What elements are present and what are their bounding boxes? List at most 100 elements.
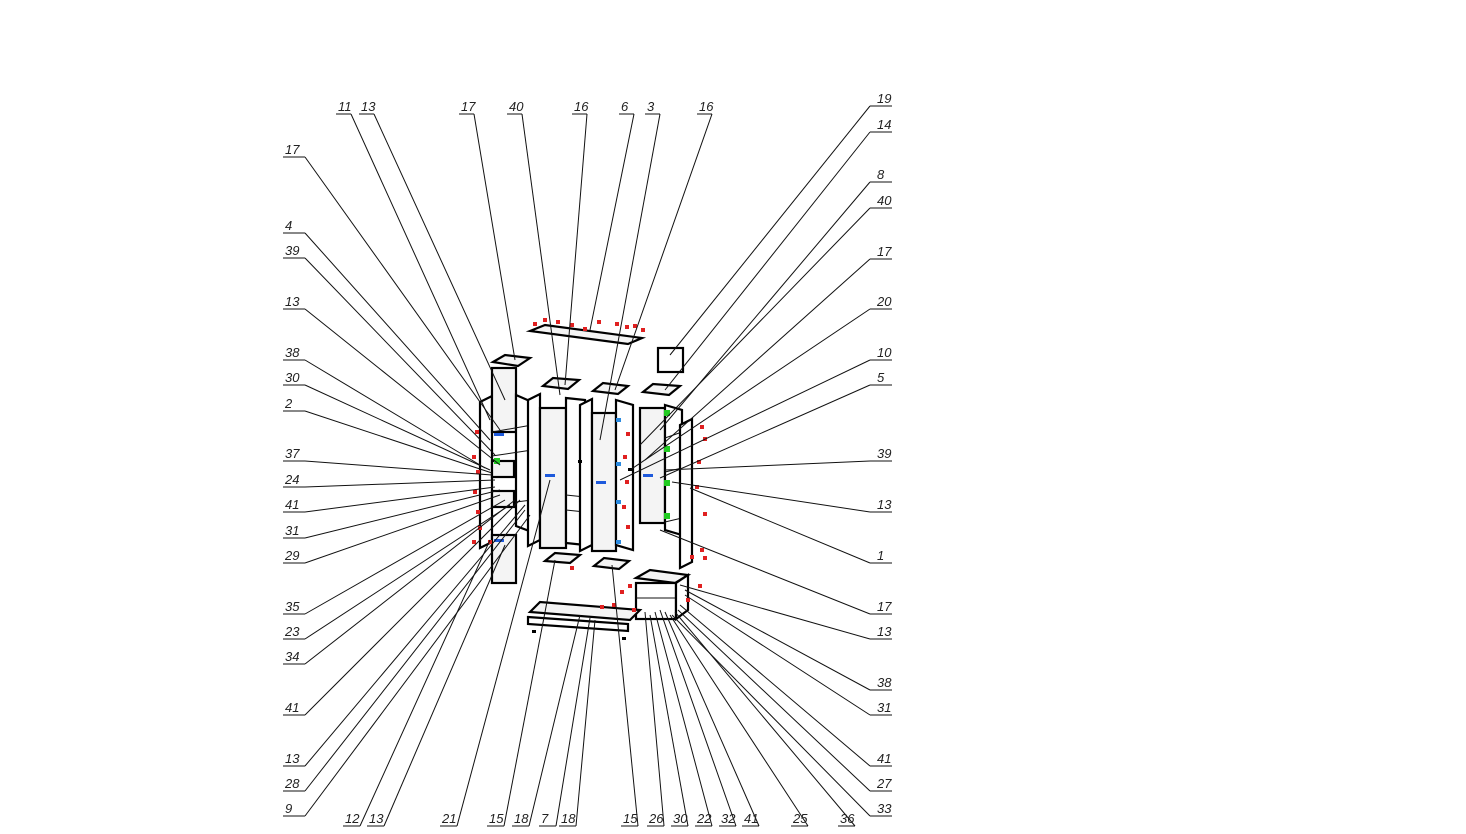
callout-bottom-2: 21 <box>441 811 456 826</box>
drawer-unit <box>634 581 678 621</box>
screw-marker <box>632 608 636 612</box>
leader-line <box>304 494 501 564</box>
leader-line <box>664 131 871 391</box>
right-side-panel <box>678 417 694 570</box>
leader-line <box>599 113 661 441</box>
screw-marker <box>625 325 629 329</box>
leader-line <box>304 410 493 474</box>
screw-marker <box>628 584 632 588</box>
shelf <box>489 353 534 368</box>
screw-marker <box>583 327 587 331</box>
screw-marker <box>686 598 690 602</box>
cam-marker <box>616 540 621 544</box>
callout-bottom-9: 30 <box>673 811 688 826</box>
screw-marker <box>700 425 704 429</box>
leader-line <box>304 499 516 665</box>
callout-right-3: 40 <box>877 193 892 208</box>
leader-line <box>614 113 713 391</box>
screw-marker <box>612 603 616 607</box>
top-panel <box>525 323 647 346</box>
connector-marker <box>664 446 670 452</box>
cam-marker <box>616 418 621 422</box>
callout-bottom-7: 15 <box>623 811 638 826</box>
left-door-lower <box>490 533 518 585</box>
callout-bottom-4: 18 <box>514 811 529 826</box>
leader-line <box>304 504 526 767</box>
leader-line <box>639 207 871 446</box>
callout-left-3: 13 <box>285 294 300 309</box>
screw-marker <box>700 548 704 552</box>
leader-line <box>644 258 871 461</box>
drawer <box>490 489 516 509</box>
shelf <box>540 376 582 391</box>
small-square-panel <box>656 346 685 374</box>
leader-line <box>619 359 871 481</box>
leader-line <box>304 514 531 817</box>
screw-marker <box>626 432 630 436</box>
vertical-panel <box>578 397 594 553</box>
callout-right-15: 41 <box>877 751 891 766</box>
leader-line <box>671 481 871 513</box>
leader-line <box>304 308 501 466</box>
leader-line <box>629 308 871 471</box>
drawer-unit-side <box>674 572 690 622</box>
callout-bottom-12: 41 <box>744 811 758 826</box>
dowel-marker <box>545 474 555 477</box>
leader-line <box>659 609 737 827</box>
shelf <box>640 382 683 397</box>
callout-right-1: 14 <box>877 117 891 132</box>
screw-marker <box>690 555 694 559</box>
leader-lines <box>283 105 892 827</box>
connector-marker <box>494 458 500 464</box>
callout-right-9: 13 <box>877 497 892 512</box>
callout-top-1: 13 <box>361 99 376 114</box>
screw-marker <box>641 328 645 332</box>
callout-left-0: 17 <box>285 142 300 157</box>
callout-top-0: 11 <box>338 99 352 114</box>
callout-left-9: 41 <box>285 497 299 512</box>
leader-line <box>555 617 591 827</box>
dowel-marker <box>643 474 653 477</box>
connector-marker <box>664 480 670 486</box>
leader-line <box>304 460 493 476</box>
cam-marker <box>616 462 621 466</box>
leader-line <box>304 156 501 431</box>
leader-line <box>684 589 871 691</box>
leader-line <box>669 105 871 356</box>
callout-left-5: 30 <box>285 370 300 385</box>
callout-right-8: 39 <box>877 446 891 461</box>
callout-bottom-1: 13 <box>369 811 384 826</box>
callout-right-7: 5 <box>877 370 885 385</box>
callout-right-13: 38 <box>877 675 892 690</box>
leader-line <box>304 499 506 615</box>
leader-line <box>611 564 639 827</box>
screw-marker <box>703 512 707 516</box>
plinth <box>527 600 643 622</box>
callout-right-16: 27 <box>876 776 892 791</box>
callout-left-16: 13 <box>285 751 300 766</box>
vertical-panel <box>538 406 568 550</box>
leader-line <box>654 611 713 827</box>
callout-bottom-6: 18 <box>561 811 576 826</box>
screw-marker <box>695 485 699 489</box>
leader-line <box>521 113 561 396</box>
callout-right-11: 17 <box>877 599 892 614</box>
leader-line <box>644 611 665 827</box>
screw-marker <box>472 455 476 459</box>
leader-line <box>304 499 521 716</box>
leader-line <box>659 529 871 615</box>
screw-marker <box>626 525 630 529</box>
screw-marker <box>615 322 619 326</box>
leader-line <box>359 539 491 827</box>
screw-marker <box>600 605 604 609</box>
callout-left-11: 29 <box>284 548 299 563</box>
callout-right-17: 33 <box>877 801 892 816</box>
leader-line <box>304 479 496 488</box>
leader-line <box>659 181 871 431</box>
callout-left-2: 39 <box>285 243 299 258</box>
callout-right-0: 19 <box>877 91 891 106</box>
leader-line <box>679 584 871 640</box>
dowel-marker <box>494 433 504 436</box>
